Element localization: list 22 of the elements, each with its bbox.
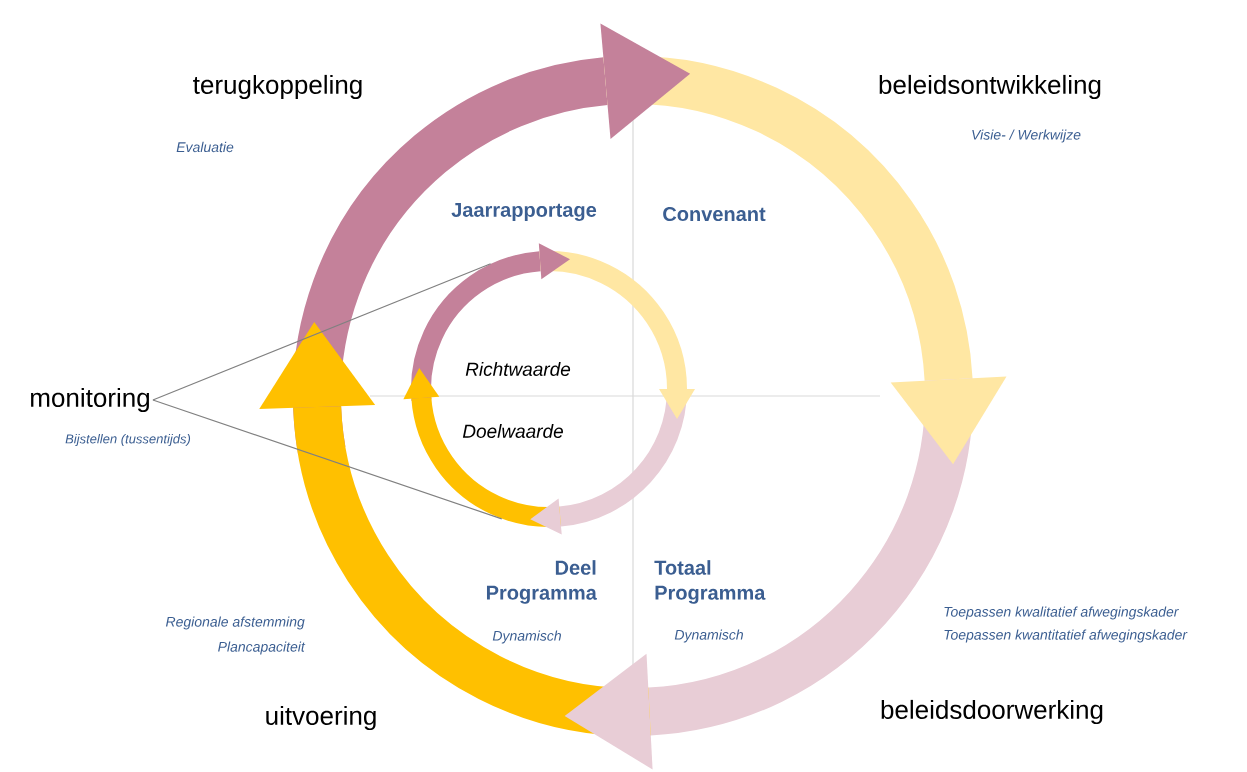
note-text: Dynamisch xyxy=(492,630,561,644)
note-text: Toepassen kwalitatief afwegingskader xyxy=(944,606,1179,620)
note-text: Regionale afstemming xyxy=(165,616,305,630)
stage-label: terugkoppeling xyxy=(193,74,362,100)
note-text: Evaluatie xyxy=(176,141,234,153)
quadrant-heading: Deel Programma xyxy=(487,560,597,604)
stage-label: uitvoering xyxy=(266,705,376,731)
leader-line xyxy=(152,263,492,401)
note-text: Plancapaciteit xyxy=(218,641,306,655)
leader-line xyxy=(152,399,503,520)
note-text: Visie- / Werkwijze xyxy=(972,129,1081,143)
stage-label: beleidsdoorwerking xyxy=(881,699,1103,725)
quadrant-heading: Jaarrapportage xyxy=(451,203,597,221)
quadrant-heading: Convenant xyxy=(663,206,766,222)
value-label: Richtwaarde xyxy=(465,362,571,376)
quadrant-heading: Totaal Programma xyxy=(654,560,766,604)
stage-label: monitoring xyxy=(31,387,149,413)
note-text: Bijstellen (tussentijds) xyxy=(65,433,191,447)
note-text: Dynamisch xyxy=(674,629,743,643)
value-label: Doelwaarde xyxy=(462,424,563,438)
note-text: Toepassen kwantitatief afwegingskader xyxy=(944,629,1188,643)
stage-label: beleidsontwikkeling xyxy=(879,74,1101,100)
